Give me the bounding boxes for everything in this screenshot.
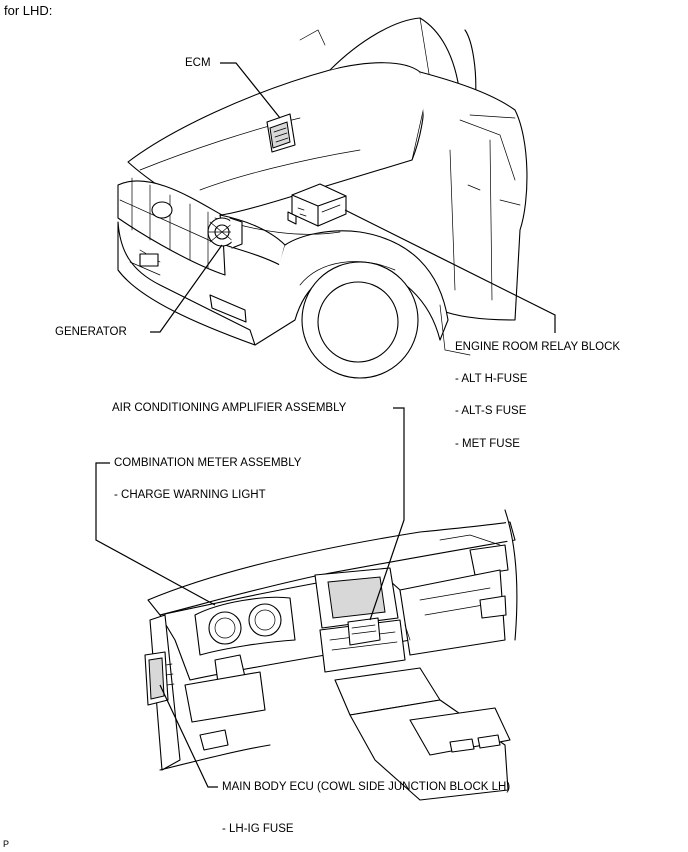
label-lh-ig-fuse: - LH-IG FUSE bbox=[222, 823, 294, 835]
label-combination-meter: COMBINATION METER ASSEMBLY bbox=[114, 457, 302, 469]
label-alt-h-fuse: - ALT H-FUSE bbox=[455, 373, 528, 385]
header-title: for LHD: bbox=[4, 3, 53, 18]
dashboard-drawing bbox=[144, 509, 518, 801]
vehicle-front-drawing bbox=[117, 17, 528, 379]
footer-mark: P bbox=[3, 839, 10, 849]
label-air-conditioning-amplifier: AIR CONDITIONING AMPLIFIER ASSEMBLY bbox=[112, 402, 347, 414]
label-engine-room-relay-block: ENGINE ROOM RELAY BLOCK bbox=[455, 341, 621, 353]
label-met-fuse: - MET FUSE bbox=[455, 438, 520, 450]
leader-lines bbox=[95, 62, 556, 788]
label-generator: GENERATOR bbox=[55, 326, 127, 338]
label-ecm: ECM bbox=[185, 57, 211, 69]
label-charge-warning-light: - CHARGE WARNING LIGHT bbox=[114, 489, 266, 501]
label-alt-s-fuse: - ALT-S FUSE bbox=[455, 405, 527, 417]
label-main-body-ecu: MAIN BODY ECU (COWL SIDE JUNCTION BLOCK … bbox=[222, 781, 511, 793]
